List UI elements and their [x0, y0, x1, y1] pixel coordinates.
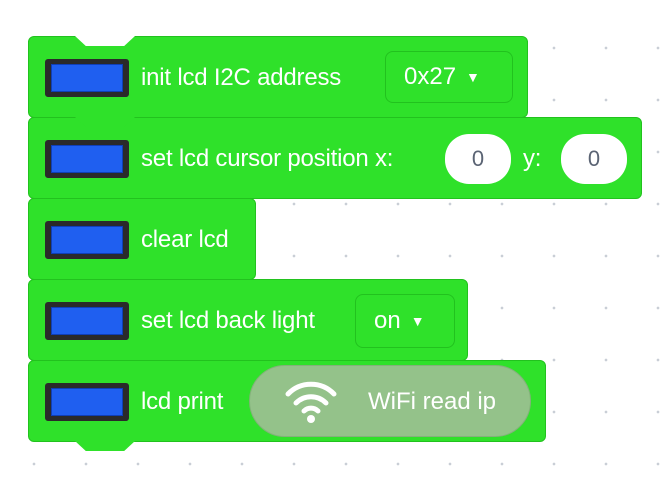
block-bottom-tab	[75, 441, 135, 451]
lcd-print-label: lcd print	[141, 388, 224, 415]
i2c-address-dropdown[interactable]: 0x27 ▼	[385, 51, 513, 103]
init-lcd-label: init lcd I2C address	[141, 64, 342, 91]
cursor-x-input[interactable]: 0	[445, 134, 511, 184]
wifi-read-ip-block[interactable]: WiFi read ip	[249, 365, 531, 437]
i2c-address-value: 0x27	[404, 63, 457, 90]
backlight-block[interactable]: set lcd back light on ▼	[28, 279, 468, 370]
init-lcd-block[interactable]: init lcd I2C address 0x27 ▼	[28, 36, 528, 127]
lcd-display-icon	[45, 140, 129, 178]
set-cursor-label: set lcd cursor position x:	[141, 145, 394, 172]
clear-lcd-label: clear lcd	[141, 226, 229, 253]
wifi-read-ip-label: WiFi read ip	[368, 388, 497, 415]
block-top-notch	[75, 36, 135, 46]
lcd-print-block[interactable]: lcd print WiFi read ip	[28, 360, 546, 451]
cursor-y-input[interactable]: 0	[561, 134, 627, 184]
triangle-down-icon: ▼	[466, 69, 480, 85]
lcd-display-icon	[45, 59, 129, 97]
backlight-state-dropdown[interactable]: on ▼	[355, 294, 455, 348]
backlight-state-value: on	[374, 307, 401, 334]
triangle-down-icon: ▼	[410, 313, 425, 329]
block-top-notch	[75, 117, 135, 127]
wifi-icon	[285, 381, 337, 423]
lcd-display-icon	[45, 383, 129, 421]
lcd-display-icon	[45, 221, 129, 259]
backlight-label: set lcd back light	[141, 307, 315, 334]
lcd-display-icon	[45, 302, 129, 340]
cursor-y-label: y:	[523, 145, 542, 172]
clear-lcd-block[interactable]: clear lcd	[28, 198, 256, 289]
set-cursor-block[interactable]: set lcd cursor position x: 0 y: 0	[28, 117, 642, 208]
